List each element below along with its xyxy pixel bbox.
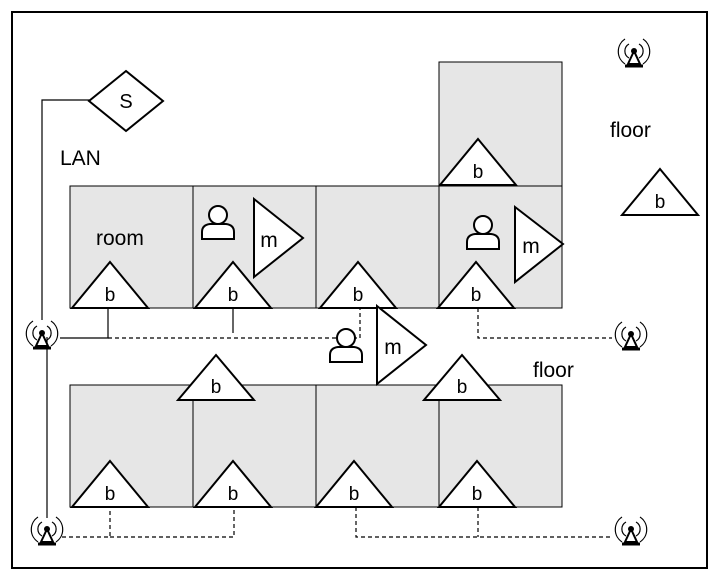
- beacon-triangle: b: [192, 260, 274, 309]
- dashed-link: [110, 507, 235, 538]
- lan-label: LAN: [60, 147, 101, 170]
- beacon-triangle: b: [436, 459, 518, 508]
- mobile-label: m: [260, 229, 278, 252]
- dashed-link: [477, 308, 612, 339]
- server-diamond: S: [87, 69, 165, 133]
- beacon-label: b: [105, 285, 116, 306]
- mobile-label: m: [522, 235, 540, 258]
- floor-label: floor: [610, 119, 651, 142]
- mobile-triangle: m: [514, 204, 565, 285]
- beacon-label: b: [471, 285, 482, 306]
- beacon-label: b: [457, 377, 468, 398]
- mobile-triangle: m: [376, 303, 428, 387]
- beacon-triangle: b: [437, 137, 519, 186]
- mobile-triangle: m: [253, 196, 305, 280]
- beacon-triangle: b: [192, 459, 274, 508]
- beacon-label: b: [655, 192, 666, 213]
- room-label: room: [96, 227, 144, 250]
- floor-label: floor: [533, 359, 574, 382]
- dashed-link: [62, 507, 111, 538]
- beacon-triangle: b: [421, 353, 503, 401]
- dashed-link: [355, 507, 612, 538]
- beacon-label: b: [349, 484, 360, 505]
- lan-wire: [41, 99, 93, 320]
- beacon-triangle: b: [69, 459, 151, 508]
- beacon-label: b: [353, 285, 364, 306]
- beacon-triangle: b: [619, 167, 701, 216]
- beacon-label: b: [228, 484, 239, 505]
- mobile-label: m: [384, 336, 402, 359]
- beacon-triangle: b: [175, 353, 257, 401]
- beacon-label: b: [211, 377, 222, 398]
- beacon-label: b: [228, 285, 239, 306]
- beacon-triangle: b: [69, 260, 151, 309]
- beacon-triangle: b: [317, 260, 399, 309]
- beacon-triangle: b: [313, 459, 395, 508]
- beacon-triangle: b: [435, 260, 517, 309]
- beacon-label: b: [472, 484, 483, 505]
- beacon-label: b: [105, 484, 116, 505]
- server-label: S: [119, 91, 132, 113]
- beacon-label: b: [473, 162, 484, 183]
